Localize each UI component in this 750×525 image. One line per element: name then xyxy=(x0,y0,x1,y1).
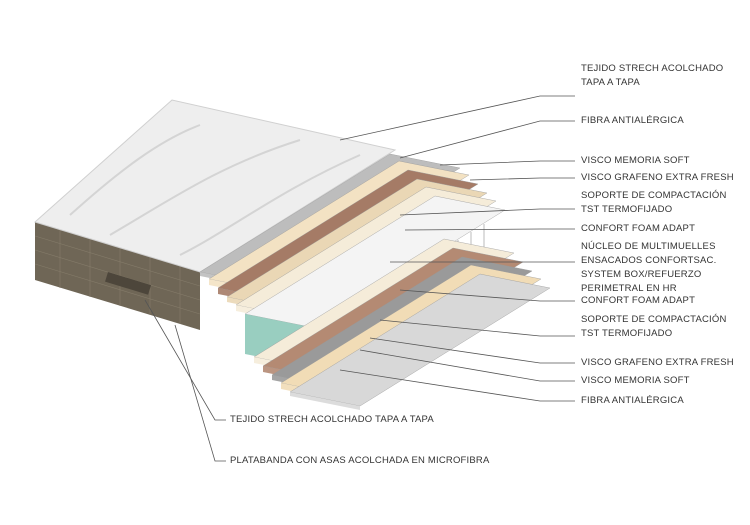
leader-line xyxy=(399,208,575,216)
layer-label-line: ENSACADOS CONFORTSAC. xyxy=(581,255,717,266)
layer-label-line: CONFORT FOAM ADAPT xyxy=(581,223,696,234)
layer-label-line: VISCO MEMORIA SOFT xyxy=(581,155,690,166)
layer-label: SOPORTE DE COMPACTACIÓN TST TERMOFIJADO xyxy=(581,189,727,217)
layer-label-line: SOPORTE DE COMPACTACIÓN xyxy=(581,314,727,325)
layer-label-line: TAPA A TAPA xyxy=(581,77,640,88)
layer-label-line: VISCO GRAFENO EXTRA FRESH xyxy=(581,357,734,368)
leader-line xyxy=(339,369,575,402)
layer-label-line: FIBRA ANTIALÉRGICA xyxy=(581,395,684,406)
layer-label-line: TEJIDO STRECH ACOLCHADO xyxy=(581,63,724,74)
layer-label: SOPORTE DE COMPACTACIÓN TST TERMOFIJADO xyxy=(581,313,727,341)
leader-line xyxy=(399,120,575,159)
leader-line xyxy=(439,160,575,166)
layer-label-line: FIBRA ANTIALÉRGICA xyxy=(581,115,684,126)
layer-label: TEJIDO STRECH ACOLCHADO TAPA A TAPA xyxy=(581,62,723,90)
handle xyxy=(105,272,152,295)
layer-stack xyxy=(199,153,551,410)
layer-label: CONFORT FOAM ADAPT xyxy=(581,222,695,236)
leader-lines xyxy=(144,95,575,462)
layer-label-line: SOPORTE DE COMPACTACIÓN xyxy=(581,190,727,201)
leader-line xyxy=(144,299,226,421)
layer-label: VISCO GRAFENO EXTRA FRESH xyxy=(581,356,734,370)
layer-label: NÚCLEO DE MULTIMUELLES ENSACADOS CONFORTS… xyxy=(581,240,716,296)
layer-label-line: CONFORT FOAM ADAPT xyxy=(581,295,696,306)
label-bottom-border: PLATABANDA CON ASAS ACOLCHADA EN MICROFI… xyxy=(230,455,490,466)
layer-label: VISCO MEMORIA SOFT xyxy=(581,154,690,168)
layer-label: FIBRA ANTIALÉRGICA xyxy=(581,394,684,408)
leader-line xyxy=(359,349,575,382)
layer-label-line: VISCO GRAFENO EXTRA FRESH xyxy=(581,172,734,183)
leader-line xyxy=(404,228,575,231)
layer-label: FIBRA ANTIALÉRGICA xyxy=(581,114,684,128)
label-bottom-cover: TEJIDO STRECH ACOLCHADO TAPA A TAPA xyxy=(230,414,434,425)
layer-label: VISCO GRAFENO EXTRA FRESH xyxy=(581,171,734,185)
leader-line xyxy=(399,289,575,302)
leader-line xyxy=(379,319,575,337)
layer-fibra-bottom-edge xyxy=(290,392,360,410)
leader-line xyxy=(369,337,575,364)
layer-label-line: SYSTEM BOX/REFUERZO xyxy=(581,269,702,280)
layer-label-line: TST TERMOFIJADO xyxy=(581,328,673,339)
layer-label-line: VISCO MEMORIA SOFT xyxy=(581,375,690,386)
leader-line xyxy=(469,177,575,181)
leader-line xyxy=(339,95,575,141)
layer-label: CONFORT FOAM ADAPT xyxy=(581,294,695,308)
mattress-top-surface xyxy=(34,99,397,273)
layer-label: VISCO MEMORIA SOFT xyxy=(581,374,690,388)
layer-label-line: TST TERMOFIJADO xyxy=(581,204,673,215)
layer-label-line: NÚCLEO DE MULTIMUELLES xyxy=(581,241,716,252)
layer-label-line: PERIMETRAL EN HR xyxy=(581,283,677,294)
leader-line xyxy=(174,324,226,462)
